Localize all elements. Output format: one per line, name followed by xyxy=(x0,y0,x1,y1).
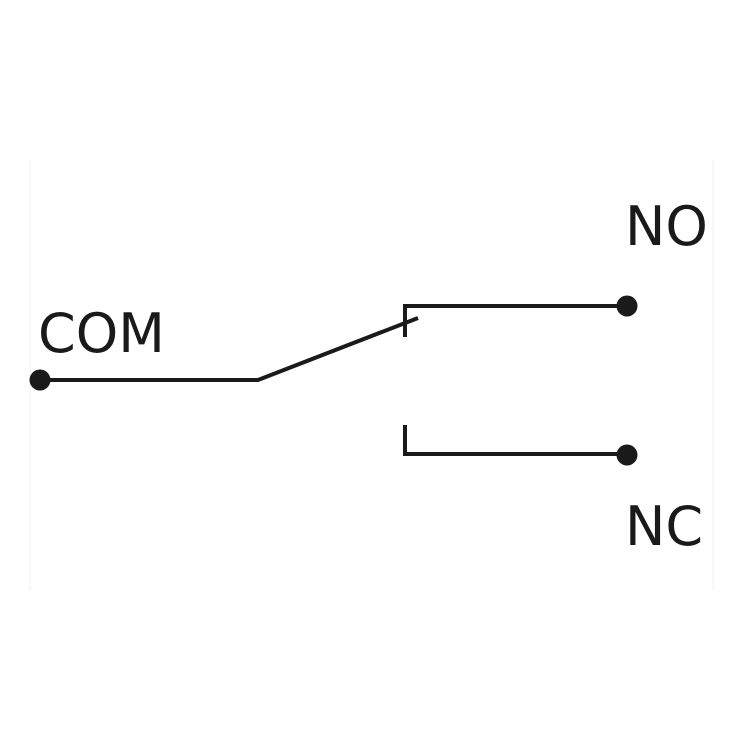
normally-closed-contact xyxy=(403,425,627,456)
normally-open-contact xyxy=(403,304,627,337)
label-nc: NC xyxy=(625,495,703,558)
label-com: COM xyxy=(38,302,165,365)
nc-terminal-dot xyxy=(616,444,638,466)
common-arm-wire xyxy=(40,316,419,382)
com-terminal-dot xyxy=(29,369,51,391)
label-no: NO xyxy=(625,195,708,258)
no-terminal-dot xyxy=(616,295,638,317)
